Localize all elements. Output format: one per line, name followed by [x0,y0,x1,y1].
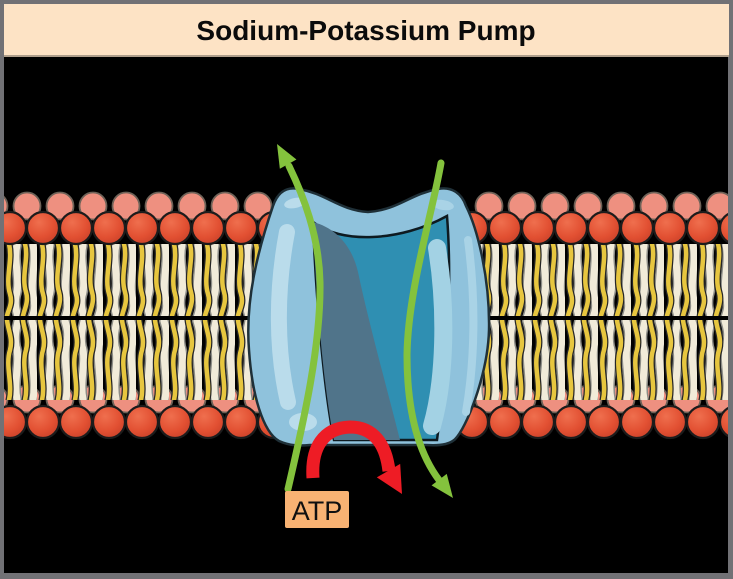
title-bar [4,4,729,55]
atp-label-box [285,491,349,528]
efflux-arrow [268,139,324,493]
title-bar-border [4,55,729,57]
membrane-tails [4,244,728,400]
pump-channel-shadow [313,222,400,440]
atp-label-text: ATP [292,496,343,526]
atp-hydrolysis-arrow [306,420,414,501]
page-title: Sodium-Potassium Pump [196,15,535,46]
pump-protein [247,187,491,447]
influx-arrow [403,159,461,504]
atp-label: ATP [285,491,349,528]
pump-highlights [270,197,478,435]
membrane-bilayer [4,191,728,440]
